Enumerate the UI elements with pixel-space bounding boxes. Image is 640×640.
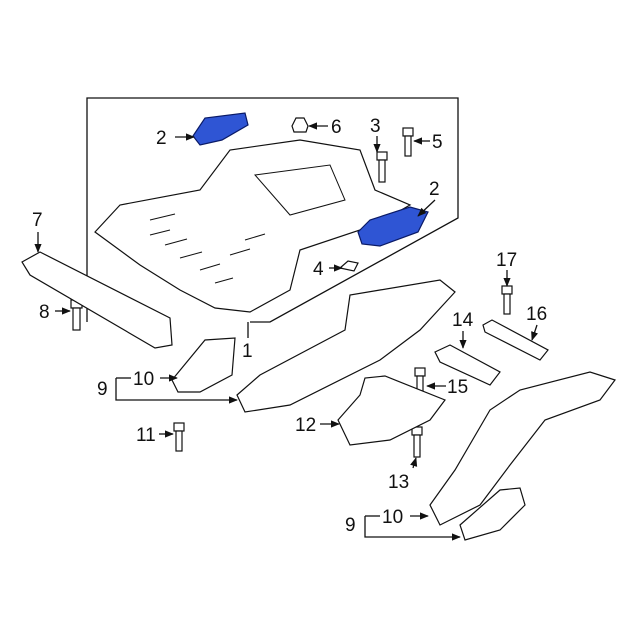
callout-16: 16 <box>526 304 547 325</box>
callout-13: 13 <box>388 472 409 493</box>
callout-14: 14 <box>452 310 474 331</box>
crossmember-12[interactable] <box>337 375 446 446</box>
callout-8: 8 <box>39 302 50 323</box>
callout-10: 10 <box>382 507 403 528</box>
callout-6: 6 <box>331 117 342 138</box>
clip-6[interactable] <box>291 117 309 133</box>
callout-4: 4 <box>313 259 324 280</box>
leader-lines <box>34 122 539 541</box>
callout-2: 2 <box>429 179 440 200</box>
callout-11: 11 <box>136 425 156 446</box>
bolt-17[interactable] <box>501 285 513 315</box>
callout-2: 2 <box>156 128 167 149</box>
bracket-14[interactable] <box>434 344 501 386</box>
bolt-11[interactable] <box>173 422 185 452</box>
callout-17: 17 <box>496 250 517 271</box>
callout-7: 7 <box>32 210 43 231</box>
side-member-9-left[interactable] <box>236 279 456 413</box>
side-member-9-right[interactable] <box>429 371 616 526</box>
bracket-4[interactable] <box>338 260 359 272</box>
side-member-10-left[interactable] <box>171 337 236 393</box>
callout-5: 5 <box>432 132 443 153</box>
floor-pan-part[interactable] <box>94 139 412 313</box>
bolt-5[interactable] <box>402 127 414 157</box>
assembly-box <box>86 97 459 323</box>
callout-10: 10 <box>133 369 154 390</box>
callout-9: 9 <box>97 379 108 400</box>
blue-bracket-upper[interactable] <box>192 112 249 146</box>
callout-3: 3 <box>370 116 381 137</box>
callout-12: 12 <box>295 415 316 436</box>
callout-15: 15 <box>447 377 468 398</box>
bolt-13[interactable] <box>411 426 423 458</box>
blue-bracket-lower[interactable] <box>357 206 429 247</box>
callout-1: 1 <box>242 341 253 362</box>
side-member-10-right[interactable] <box>459 487 526 541</box>
callout-9: 9 <box>345 515 356 536</box>
bracket-16[interactable] <box>482 319 549 361</box>
bolt-3[interactable] <box>376 151 388 183</box>
